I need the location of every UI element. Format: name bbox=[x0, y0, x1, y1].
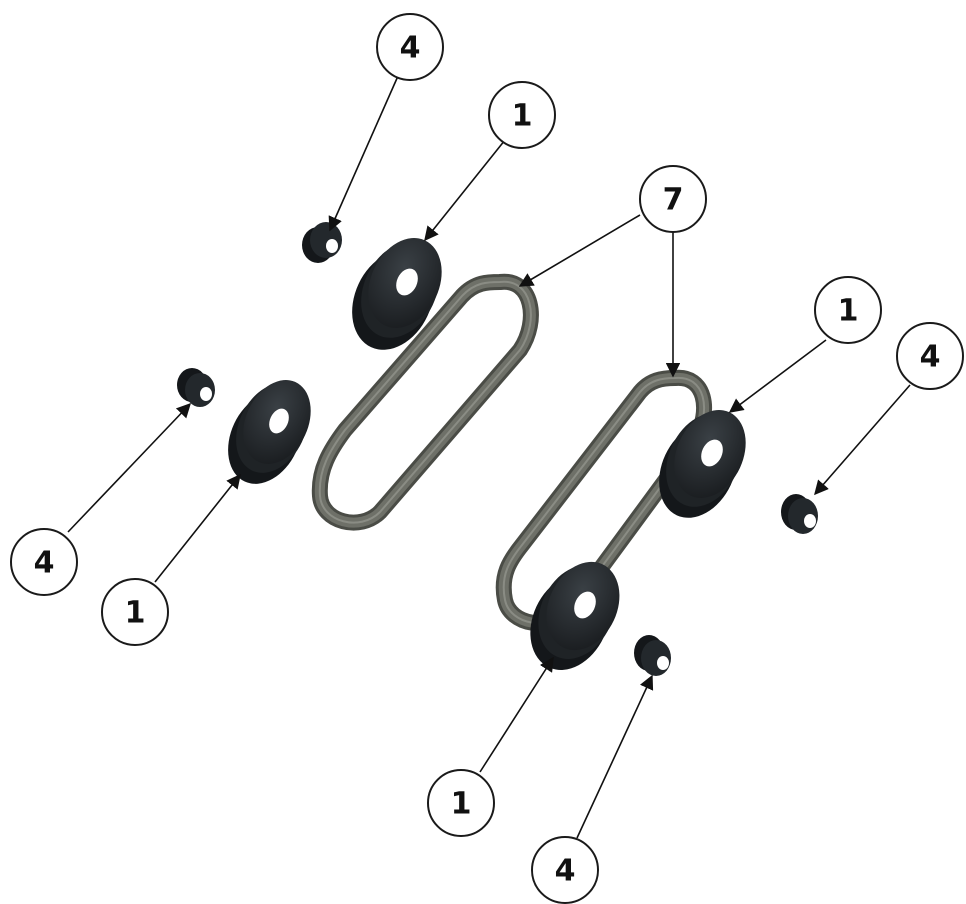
callout-4-left-label: 4 bbox=[34, 546, 55, 581]
callout-1-right: 1 bbox=[814, 276, 882, 344]
belt-upper bbox=[311, 273, 539, 531]
leader-7-top-a bbox=[518, 214, 641, 287]
bushing-left bbox=[177, 368, 215, 407]
callout-4-left: 4 bbox=[10, 528, 78, 596]
leader-4-right bbox=[814, 384, 911, 496]
pulley-right bbox=[659, 410, 746, 518]
leader-1-bottom bbox=[479, 656, 554, 773]
leader-1-top bbox=[424, 139, 506, 242]
callout-4-top: 4 bbox=[376, 13, 444, 81]
callout-1-bottom: 1 bbox=[427, 769, 495, 837]
pulley-left bbox=[228, 380, 311, 484]
callout-1-bottom-label: 1 bbox=[451, 787, 472, 822]
bushing-top bbox=[302, 222, 342, 263]
leader-lines bbox=[67, 75, 911, 839]
pulley-top bbox=[352, 238, 442, 350]
leader-1-left bbox=[154, 473, 241, 583]
callout-1-top: 1 bbox=[488, 81, 556, 149]
pulley-bottom bbox=[530, 561, 620, 670]
callout-1-left: 1 bbox=[101, 578, 169, 646]
callout-4-right: 4 bbox=[896, 322, 964, 390]
callout-4-right-label: 4 bbox=[920, 340, 941, 375]
callout-4-bottom: 4 bbox=[531, 836, 599, 904]
leader-4-bottom bbox=[576, 674, 654, 839]
callout-7-top: 7 bbox=[639, 165, 707, 233]
callout-7-top-label: 7 bbox=[663, 183, 684, 218]
belt-lower bbox=[495, 369, 713, 632]
callout-4-top-label: 4 bbox=[400, 31, 421, 66]
bushing-bottom bbox=[634, 635, 671, 676]
callout-1-right-label: 1 bbox=[838, 294, 859, 329]
leader-4-left bbox=[67, 402, 191, 533]
callout-1-top-label: 1 bbox=[512, 99, 533, 134]
callout-1-left-label: 1 bbox=[125, 596, 146, 631]
bushing-right bbox=[781, 494, 818, 534]
leader-4-top bbox=[328, 75, 399, 232]
callout-4-bottom-label: 4 bbox=[555, 854, 576, 889]
leader-1-right bbox=[728, 339, 827, 413]
